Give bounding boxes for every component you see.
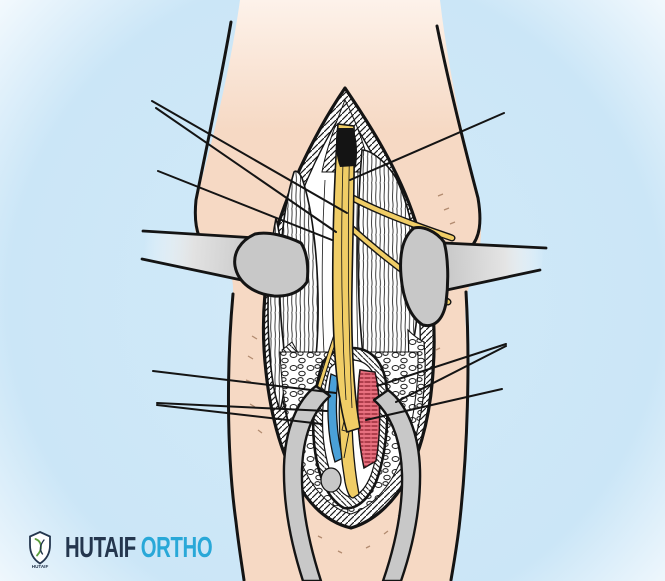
brand-logo-icon: HUTAIF: [29, 531, 51, 569]
left-retractor-blade: [233, 231, 310, 298]
annotation-line: [152, 370, 337, 394]
right-retractor: [399, 226, 548, 328]
annotation-line: [157, 170, 333, 241]
deep-tissue-blob: [320, 467, 342, 493]
deep-retractors: [282, 384, 422, 581]
right-retractor-handle: [443, 244, 545, 291]
brand-name-secondary: ORTHO: [140, 532, 213, 564]
logo-swoosh-2: [39, 539, 45, 555]
apex-dark-recess: [336, 128, 357, 167]
annotation-line: [151, 100, 348, 214]
deep-retractor-left: [282, 384, 332, 581]
logo-wordmark-small: HUTAIF: [32, 564, 49, 569]
brand-name-primary: HUTAIF: [65, 532, 136, 564]
annotation-line: [349, 112, 505, 181]
left-retractor: [140, 229, 310, 298]
deep-retractor-right: [372, 388, 422, 581]
right-retractor-blade: [399, 226, 450, 328]
annotation-line: [156, 404, 323, 425]
nerve-trunk: [331, 123, 361, 434]
annotation-line: [376, 343, 507, 387]
leader-lines: [151, 100, 507, 425]
left-retractor-handle: [142, 231, 255, 281]
annotation-line: [365, 388, 503, 421]
annotation-line: [155, 107, 337, 233]
side-retractors: [140, 226, 548, 328]
annotation-line: [156, 402, 328, 412]
annotation-line: [395, 345, 507, 403]
